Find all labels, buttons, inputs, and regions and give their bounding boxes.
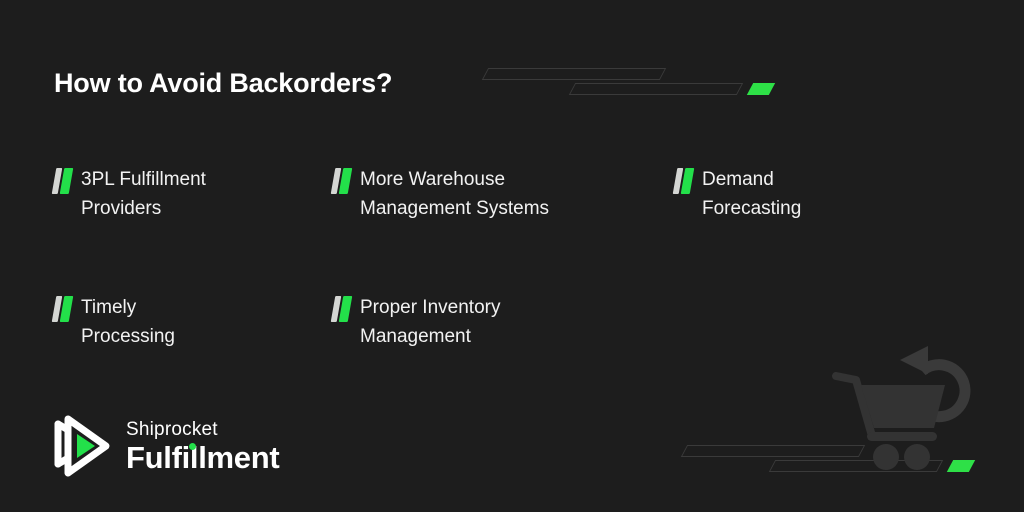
- play-triangle-logo-icon: [44, 408, 114, 484]
- feature-item-label: 3PL Fulfillment Providers: [81, 169, 206, 219]
- feature-item: Demand Forecasting: [672, 165, 802, 223]
- shopping-cart-return-icon: [812, 340, 982, 470]
- feature-item: Proper Inventory Management: [330, 293, 501, 351]
- logo-wordmark: Shiprocket Fulfillment: [126, 418, 280, 475]
- page-title: How to Avoid Backorders?: [54, 68, 393, 98]
- feature-item-label: Timely Processing: [81, 297, 175, 347]
- feature-item: Timely Processing: [51, 293, 175, 351]
- logo-product-name-text: Fulfillment: [126, 439, 280, 475]
- feature-item-label: Demand Forecasting: [702, 169, 802, 219]
- decor-bar-top-1: [481, 68, 667, 80]
- feature-item: 3PL Fulfillment Providers: [51, 165, 206, 223]
- double-blade-bullet-icon: [672, 168, 695, 194]
- double-blade-bullet-icon: [330, 296, 353, 322]
- double-blade-bullet-icon: [330, 168, 353, 194]
- logo-product-name: Fulfillment: [126, 439, 280, 475]
- double-blade-bullet-icon: [51, 168, 74, 194]
- decor-accent-top: [746, 83, 776, 95]
- feature-item-label: More Warehouse Management Systems: [360, 169, 550, 219]
- feature-item: More Warehouse Management Systems: [330, 165, 550, 223]
- decor-bar-top-2: [568, 83, 744, 95]
- feature-item-label: Proper Inventory Management: [360, 297, 501, 347]
- shiprocket-fulfillment-logo: Shiprocket Fulfillment: [44, 408, 280, 484]
- logo-brand-name: Shiprocket: [126, 418, 218, 440]
- double-blade-bullet-icon: [51, 296, 74, 322]
- logo-green-dot-icon: [189, 442, 196, 450]
